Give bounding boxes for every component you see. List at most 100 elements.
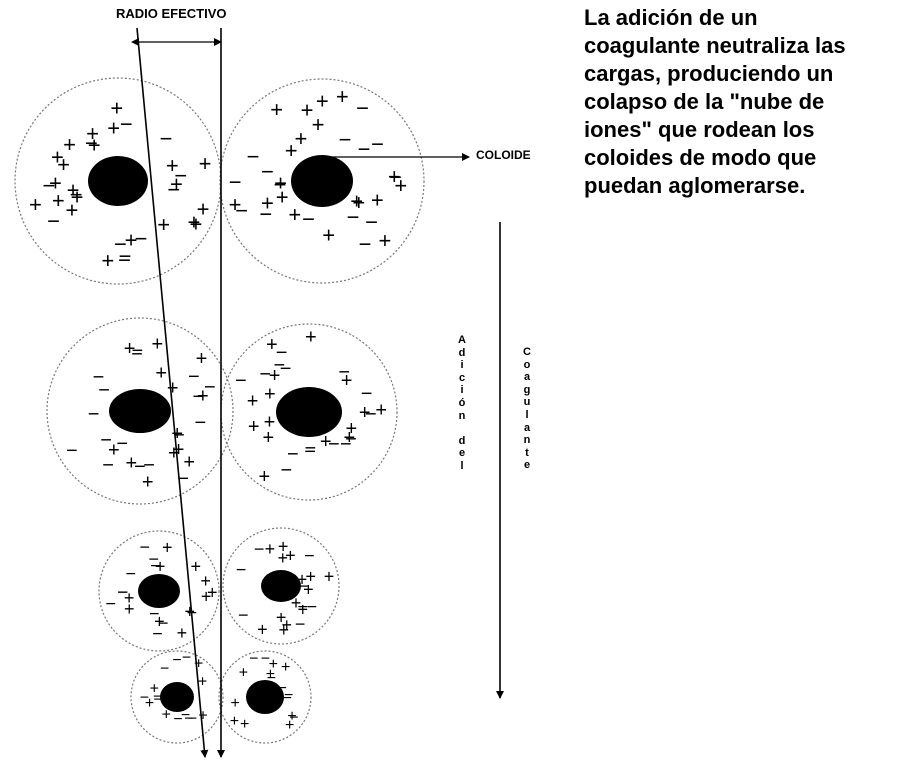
positive-ion: + [316,88,329,113]
effective-radius-slanted-line [136,27,209,758]
vertical-letter: i [460,359,464,372]
positive-ion: + [200,571,211,591]
negative-ion: − [295,614,306,634]
colloid-particles: −−+++−+++−+−+−+−+−−−+++−+++−++++++−−+−+−… [14,77,425,744]
positive-ion: + [126,453,138,475]
negative-ion: − [114,232,127,257]
negative-ion: − [174,163,187,188]
positive-ion: + [320,431,332,453]
positive-ion: + [266,334,278,356]
negative-ion: − [359,232,372,257]
colloid-particle: +−+−+−+−+−+−++++−−+−−−++−−−++− [220,323,398,501]
negative-ion: − [261,159,274,184]
positive-ion: + [294,126,307,151]
negative-ion: − [254,539,265,559]
positive-ion: + [57,152,70,177]
positive-ion: + [162,707,171,724]
negative-ion: − [304,441,316,463]
positive-ion: + [110,95,123,120]
positive-ion: + [150,680,159,697]
colloid-core [291,155,353,207]
negative-ion: − [345,428,357,450]
effective-radius-label: RADIO EFECTIVO [116,6,227,21]
vertical-letter [455,422,469,435]
positive-ion: + [197,196,210,221]
positive-ion: + [29,192,42,217]
negative-ion: − [188,366,200,388]
negative-ion: − [273,355,285,377]
vertical-letter: C [523,346,531,358]
positive-ion: + [198,673,207,690]
positive-ion: + [155,556,166,576]
negative-ion: − [289,709,298,726]
negative-ion: − [47,208,60,233]
positive-ion: + [201,586,212,606]
positive-ion: + [303,579,314,599]
positive-ion: + [266,666,275,683]
negative-ion: − [229,169,242,194]
explanation-text: La adición de un coagulante neutraliza l… [584,4,890,200]
reference-lines [131,27,504,758]
colloid-core [88,156,148,206]
negative-ion: − [93,367,105,389]
positive-ion: + [336,84,349,109]
colloid-particle: +−+−+−+−−−+−+++−++++++ [222,527,340,645]
positive-ion: + [281,659,290,676]
negative-ion: − [160,660,169,677]
positive-ion: + [247,390,259,412]
positive-ion: + [185,601,196,621]
negative-ion: − [305,438,317,460]
negative-ion: − [143,454,155,476]
negative-ion: − [153,688,162,705]
positive-ion: + [288,202,301,227]
ion-cloud-boundary [219,78,425,284]
colloid-particle: −−+−+−+−−−+−+−+−+−−++−+−+−+−−+ [46,317,234,505]
negative-ion: − [116,433,128,455]
negative-ion: − [184,711,193,728]
positive-ion: + [305,567,316,587]
explanation-line: cargas, produciendo un [584,61,834,86]
positive-ion: + [322,223,335,248]
negative-ion: − [298,576,309,596]
negative-ion: − [371,132,384,157]
negative-ion: − [287,444,299,466]
negative-ion: − [158,613,169,633]
positive-ion: + [274,170,287,195]
vertical-letter: e [523,459,531,472]
colloid-particle: −−+−+−+−+−+−+++++−+−+−+−+++−+−+−+− [219,78,425,284]
negative-ion: − [160,126,173,151]
positive-ion: + [230,713,239,730]
positive-ion: + [276,184,289,209]
negative-ion: − [347,205,360,230]
negative-ion: − [66,440,78,462]
negative-ion: − [389,164,402,189]
positive-ion: + [258,466,270,488]
positive-ion: + [276,608,287,628]
negative-ion: − [105,594,116,614]
negative-ion: − [125,563,136,583]
negative-ion: − [235,198,248,223]
negative-ion: − [149,549,160,569]
negative-ion: − [173,711,182,728]
colloid-core [276,387,342,437]
positive-ion: + [65,198,78,223]
negative-ion: − [298,597,309,617]
negative-ion: − [188,711,197,728]
negative-ion: − [120,111,133,136]
positive-ion: + [197,386,209,408]
negative-ion: − [283,690,292,707]
positive-ion: + [388,164,401,189]
positive-ion: + [157,212,170,237]
vertical-label-adicion-del: A d i c i ó n d e l [455,334,469,473]
positive-ion: + [285,717,294,734]
positive-ion: + [264,384,276,406]
negative-ion: − [70,182,83,207]
negative-ion: − [340,434,352,456]
positive-ion: + [155,363,167,385]
positive-ion: + [170,171,183,196]
negative-ion: − [118,582,129,602]
negative-ion: − [259,202,272,227]
negative-ion: − [135,226,148,251]
